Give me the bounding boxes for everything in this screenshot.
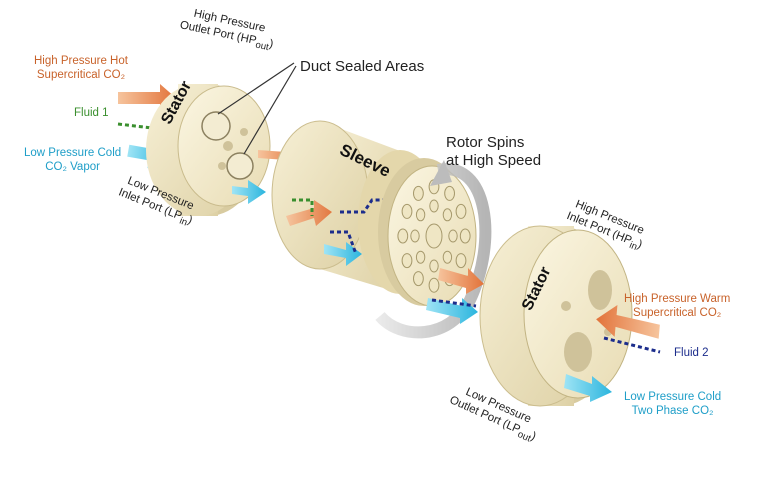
lp-outlet-sub: out xyxy=(515,429,533,445)
rotor-channel xyxy=(415,250,426,264)
fluid1-label: Fluid 1 xyxy=(74,107,109,119)
rotor-channel xyxy=(401,253,413,269)
rotor-line2: at High Speed xyxy=(446,152,542,169)
fluid1-line xyxy=(117,122,153,130)
rotor-channel xyxy=(444,185,456,201)
rotor-channel xyxy=(429,259,439,273)
rotor-channel xyxy=(413,185,424,201)
lp-two-phase-outlet-arrow xyxy=(564,374,612,402)
duct-sealed-label: Duct Sealed Areas xyxy=(300,58,425,75)
hp-warm-line2: Supercritical CO₂ xyxy=(633,307,722,319)
sleeve-cold-arrow xyxy=(324,242,362,266)
duct-callout-line-2 xyxy=(243,65,297,155)
rotor-channel xyxy=(428,277,440,293)
spin-arrow-head xyxy=(430,160,452,186)
rotor-channel xyxy=(455,203,467,219)
hp-warm-inlet-arrow xyxy=(596,305,660,339)
fluid2-line xyxy=(603,336,661,354)
rotor-channel xyxy=(455,253,467,269)
duct-callout-line-1 xyxy=(217,62,295,115)
hp-hot-line1: High Pressure Hot xyxy=(34,55,128,67)
rotor-channel xyxy=(429,199,439,213)
hp-outlet-sub: out xyxy=(254,39,270,54)
rotor-line1: Rotor Spins xyxy=(446,134,525,151)
lp-two-phase-line1: Low Pressure Cold xyxy=(624,391,722,403)
right-stator xyxy=(479,225,633,407)
rotor-channel xyxy=(397,228,409,244)
hp-hot-label: High Pressure Hot Supercritical CO₂ xyxy=(34,54,128,82)
lp-two-phase-line2: Two Phase CO₂ xyxy=(631,405,714,417)
rotor-fluid2-line xyxy=(431,298,477,308)
hp-warm-line1: High Pressure Warm xyxy=(624,293,731,305)
lp-cold-vapor-label: Low Pressure Cold CO₂ Vapor xyxy=(24,146,121,174)
rotor-channel xyxy=(410,229,420,243)
sleeve-fluid1-line xyxy=(292,198,314,216)
fluid2-label: Fluid 2 xyxy=(674,347,709,359)
rotor-channel xyxy=(459,228,471,244)
rotor-channel xyxy=(401,203,413,219)
spin-arrow xyxy=(375,163,492,339)
rotor-hot-arrow xyxy=(438,268,484,294)
sleeve-hot-arrow xyxy=(286,200,332,226)
rotor-channel xyxy=(442,208,453,222)
lp-cold-vapor-line2: CO₂ Vapor xyxy=(45,161,100,173)
hp-hot-line2: Supercritical CO₂ xyxy=(36,69,126,81)
left-stator xyxy=(146,84,271,216)
hp-warm-label: High Pressure Warm Supercritical CO₂ xyxy=(624,292,730,320)
rotor-channel xyxy=(415,208,426,222)
lp-two-phase-label: Low Pressure Cold Two Phase CO₂ xyxy=(624,390,721,418)
sleeve-fluid2-line xyxy=(340,198,392,214)
rotor-cold-arrow xyxy=(426,298,478,324)
rotor-channel xyxy=(413,271,424,287)
rotor-channels xyxy=(397,179,471,293)
lp-cold-vapor-line1: Low Pressure Cold xyxy=(24,147,122,159)
rotor-channel xyxy=(442,250,453,264)
sleeve-fluid2-lower xyxy=(330,230,358,255)
lp-cold-link-arrow xyxy=(232,180,266,204)
rotor-hub xyxy=(425,223,443,249)
rotor-channel xyxy=(448,229,458,243)
rotor-label: Rotor Spins at High Speed xyxy=(446,134,541,170)
